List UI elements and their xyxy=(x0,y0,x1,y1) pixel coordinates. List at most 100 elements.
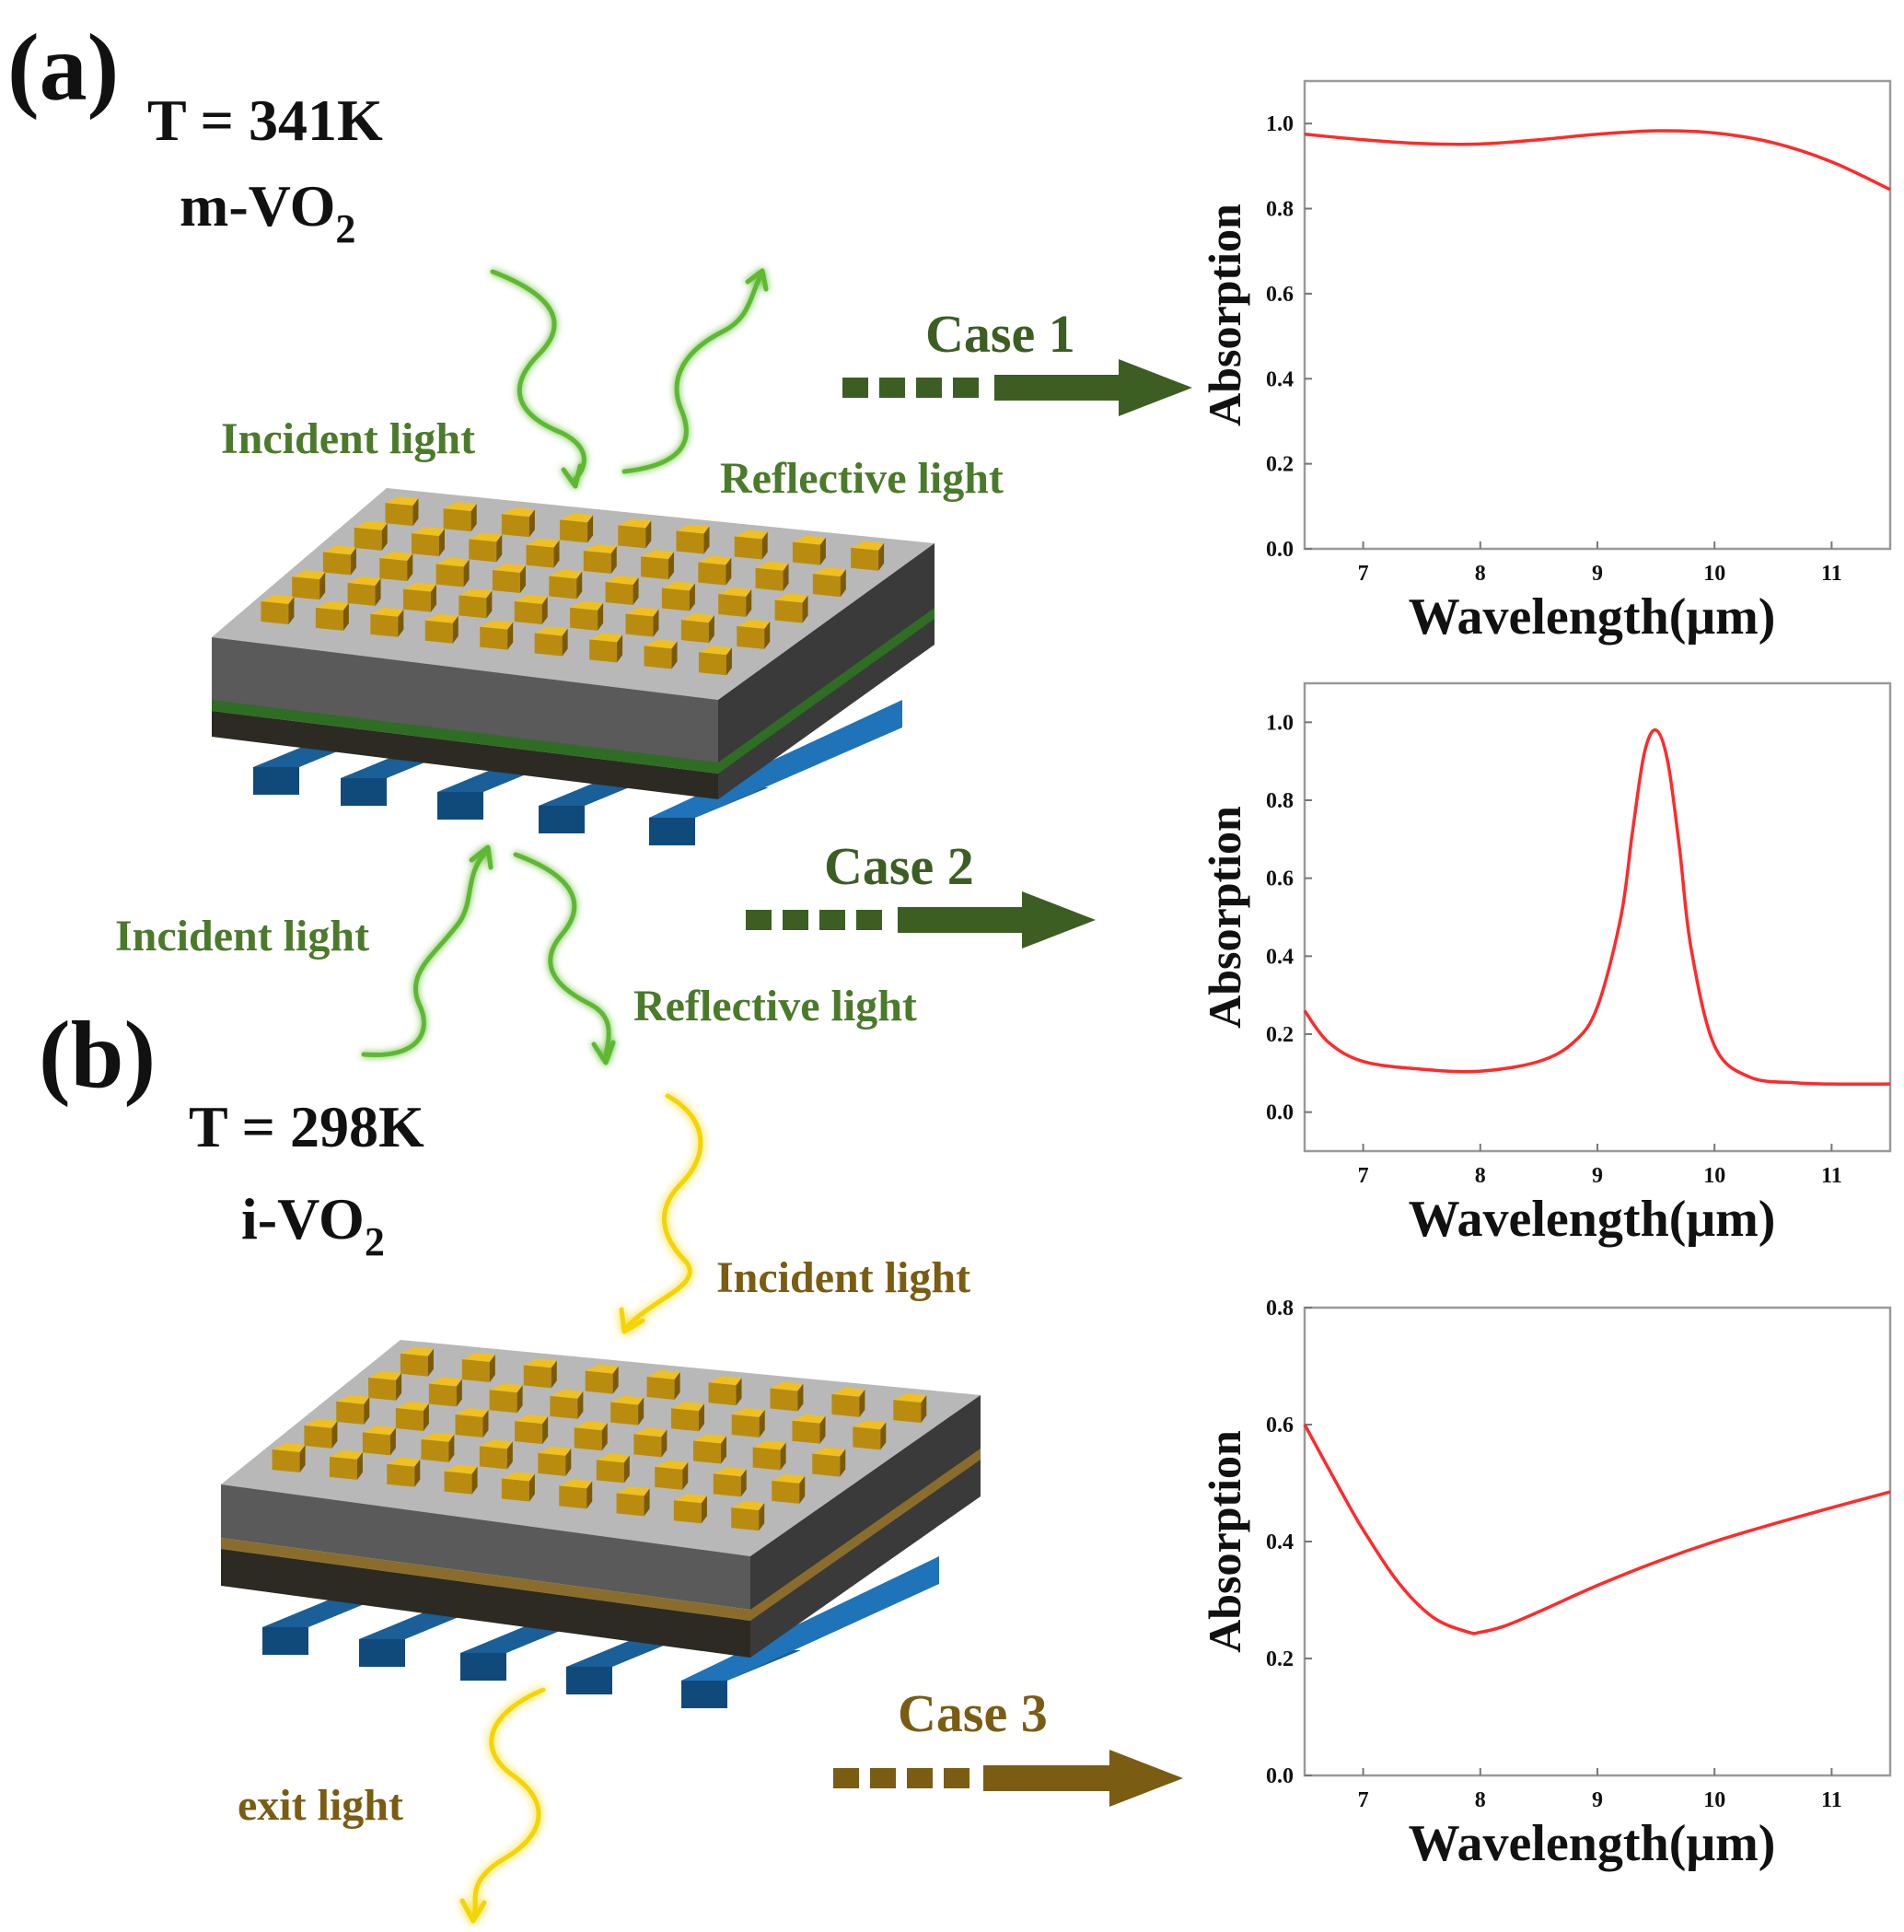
gold-pad xyxy=(411,527,445,557)
gold-pad xyxy=(770,1381,804,1412)
gold-pad xyxy=(646,1369,680,1400)
gold-pad xyxy=(734,530,768,560)
gold-pad xyxy=(455,1408,489,1438)
gold-pad xyxy=(479,1439,513,1470)
gold-pad xyxy=(585,1364,619,1394)
gold-pad xyxy=(421,1432,455,1462)
gold-pad xyxy=(347,576,381,606)
x-tick-label: 7 xyxy=(1358,1788,1369,1812)
device-a-side-face xyxy=(718,543,935,799)
case2-reflective-label: Reflective light xyxy=(633,982,917,1030)
device-a-side-green xyxy=(718,608,935,774)
gold-pad xyxy=(387,1457,421,1487)
x-tick-label: 7 xyxy=(1358,562,1369,586)
panel-a-incident-wave xyxy=(490,269,586,489)
y-tick-label: 0.4 xyxy=(1266,945,1294,969)
device-a-front-top-layer xyxy=(212,637,718,772)
gold-pad xyxy=(893,1393,927,1424)
case3-incident-label: Incident light xyxy=(716,1253,970,1302)
gold-pad xyxy=(435,557,470,588)
gold-pad xyxy=(708,1376,742,1406)
y-axis-title: Absorption xyxy=(1199,806,1250,1029)
absorption-curve xyxy=(1303,727,1891,1087)
gold-pad xyxy=(774,593,808,623)
gold-pad xyxy=(713,1467,747,1497)
gold-pad xyxy=(698,646,732,676)
gold-pad xyxy=(670,1402,704,1432)
gold-pad xyxy=(812,567,846,598)
device-b-gold-layer xyxy=(221,1538,750,1621)
x-tick-label: 7 xyxy=(1358,1164,1369,1188)
gold-pad xyxy=(680,613,714,644)
gold-pad xyxy=(676,524,710,554)
case-1-label: Case 1 xyxy=(925,304,1075,364)
gold-pad xyxy=(570,600,604,631)
gold-pad xyxy=(402,582,436,612)
gold-pad xyxy=(610,1395,644,1426)
x-axis-title: Wavelength(μm) xyxy=(1409,588,1776,646)
y-tick-label: 0.6 xyxy=(1266,867,1294,891)
device-b-front-top-layer xyxy=(221,1484,750,1610)
gold-pad xyxy=(368,1370,402,1401)
device-a-green-layer xyxy=(212,700,718,774)
gold-pad xyxy=(443,502,477,532)
x-axis-title: Wavelength(μm) xyxy=(1409,1191,1776,1248)
gold-pad xyxy=(718,587,752,617)
gold-pad xyxy=(559,1479,593,1509)
panel-a-phase: m-VO2 xyxy=(180,173,355,251)
x-axis-title: Wavelength(μm) xyxy=(1409,1815,1776,1872)
y-tick-label: 0.2 xyxy=(1266,1023,1294,1047)
gold-pad xyxy=(792,535,826,565)
x-tick-label: 9 xyxy=(1592,562,1603,586)
gold-pad xyxy=(596,1453,630,1484)
gold-pad xyxy=(641,550,675,580)
gold-pad xyxy=(549,569,583,599)
gold-pad xyxy=(812,1447,846,1477)
x-tick-label: 9 xyxy=(1592,1788,1603,1812)
device-a-front-bottom-layer xyxy=(212,711,718,799)
device-b-side-face xyxy=(750,1395,981,1658)
gold-pad xyxy=(461,1353,495,1383)
case-1-arrow xyxy=(842,359,1192,416)
y-tick-label: 0.8 xyxy=(1266,1297,1294,1321)
gold-pad xyxy=(625,607,659,637)
gold-pad xyxy=(731,1501,765,1531)
panel-a-temperature: T = 341K xyxy=(147,87,383,153)
gold-pad xyxy=(459,588,493,619)
gold-pad xyxy=(693,1434,726,1464)
x-tick-label: 10 xyxy=(1703,1164,1725,1188)
y-tick-label: 0.2 xyxy=(1266,1647,1294,1671)
gold-pad xyxy=(792,1414,826,1444)
y-tick-label: 1.0 xyxy=(1266,112,1294,136)
x-tick-label: 11 xyxy=(1821,562,1842,586)
panel-a-incident-label: Incident light xyxy=(221,414,475,463)
gold-pad xyxy=(315,600,349,631)
gold-pad xyxy=(370,607,404,637)
device-a-gold-pads xyxy=(261,496,885,676)
gold-pad xyxy=(501,1472,535,1502)
gold-pad xyxy=(655,1460,689,1490)
case2-incident-label: Incident light xyxy=(115,912,369,960)
y-tick-label: 0.2 xyxy=(1266,453,1294,477)
gold-pad xyxy=(851,541,885,571)
gold-pad xyxy=(644,639,678,669)
case-2-arrow xyxy=(746,891,1096,949)
gold-pad xyxy=(583,543,617,574)
x-tick-label: 8 xyxy=(1475,562,1486,586)
gold-pad xyxy=(731,1408,765,1438)
gold-pad xyxy=(292,570,326,600)
gold-pad xyxy=(752,1440,786,1471)
y-axis-title: Absorption xyxy=(1199,204,1250,426)
gold-pad xyxy=(428,1377,462,1407)
gold-pad xyxy=(605,575,639,605)
gold-pad xyxy=(489,1383,523,1414)
gold-pad xyxy=(354,520,388,551)
gold-pad xyxy=(560,513,594,543)
gold-pad xyxy=(469,532,503,563)
gold-pad xyxy=(395,1401,429,1431)
x-tick-label: 8 xyxy=(1475,1164,1486,1188)
gold-pad xyxy=(772,1473,806,1504)
